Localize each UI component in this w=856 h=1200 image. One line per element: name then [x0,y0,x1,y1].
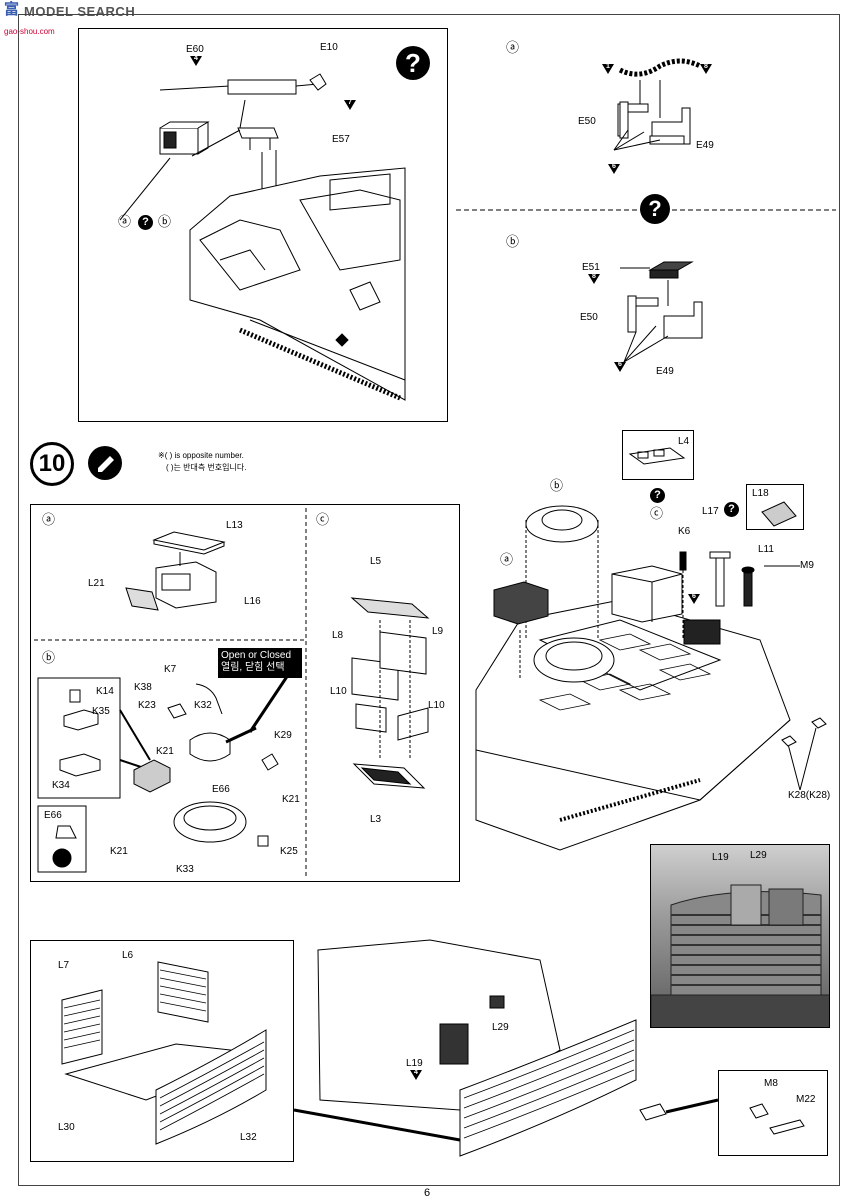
page-number: 6 [424,1187,431,1199]
label-l3: L3 [370,814,382,825]
l4-inset-box [622,430,694,480]
label-k33: K33 [176,864,194,875]
note-opposite-ko: ( )는 반대측 번호입니다. [166,463,247,472]
label-k21-a: K21 [156,746,174,757]
label-e57: E57 [332,134,350,145]
label-m8: M8 [764,1078,778,1089]
basket-subassembly-box [30,940,294,1162]
label-e10: E10 [320,42,338,53]
page-frame [18,14,840,1186]
label-e66-b: E66 [212,784,230,795]
label-m9: M9 [800,560,814,571]
triangle-4-e60: 4 [190,55,202,66]
reference-photo [650,844,830,1028]
top-left-detail-box [78,28,448,422]
label-l21: L21 [88,578,105,589]
label-k25: K25 [280,846,298,857]
label-l5: L5 [370,556,382,567]
triangle-6-a: 6 [608,163,620,174]
circled-b-top: ⓑ [158,214,172,229]
question-icon-large: ? [396,46,430,80]
label-e60: E60 [186,44,204,55]
triangle-1: 1 [602,63,614,74]
label-k35: K35 [92,706,110,717]
triangle-8-a: 8 [700,63,712,74]
glue-icon [88,446,122,480]
circled-c-step10: ⓒ [316,512,330,527]
triangle-4-bottom: 4 [410,1069,422,1080]
label-l8: L8 [332,630,344,641]
circled-b-right: ⓑ [506,234,520,249]
triangle-7: 7 [344,99,356,110]
label-k21-b: K21 [282,794,300,805]
label-k6: K6 [678,526,691,537]
circled-b-turret: ⓑ [550,478,564,493]
label-e66-box: E66 [44,810,62,821]
triangle-6-turret: 6 [688,593,700,604]
label-m22: M22 [796,1094,816,1105]
label-e51: E51 [582,262,600,273]
label-e49-a: E49 [696,140,714,151]
label-l32: L32 [240,1132,257,1143]
label-l19-photo: L19 [712,852,729,863]
triangle-6-b: 6 [614,361,626,372]
label-l17: L17 [702,506,719,517]
label-l18: L18 [752,488,769,499]
label-l13: L13 [226,520,243,531]
question-icon-l17: ? [724,502,739,517]
watermark-url: gao-shou.com [4,27,55,36]
label-l6: L6 [122,950,134,961]
label-e50-a: E50 [578,116,596,127]
label-l4: L4 [678,436,690,447]
label-l10-a: L10 [330,686,347,697]
label-l10-b: L10 [428,700,445,711]
m8-m22-inset-box [718,1070,828,1156]
label-k14: K14 [96,686,114,697]
circled-a-turret: ⓐ [500,552,514,567]
label-l30: L30 [58,1122,75,1133]
circled-c-turret: ⓒ [650,506,664,521]
label-k32: K32 [194,700,212,711]
note-opposite-en: ※( ) is opposite number. [158,451,244,460]
label-l11: L11 [758,544,774,555]
label-l9: L9 [432,626,444,637]
label-l29-bottom: L29 [492,1022,509,1033]
l18-inset-box [746,484,804,530]
label-k21-c: K21 [110,846,128,857]
label-k29: K29 [274,730,292,741]
step10-subassembly-box [30,504,460,882]
label-e50-b: E50 [580,312,598,323]
label-l7: L7 [58,960,70,971]
label-k7: K7 [164,664,177,675]
circled-a-right: ⓐ [506,40,520,55]
label-l16: L16 [244,596,261,607]
label-k23: K23 [138,700,156,711]
question-icon-turret: ? [650,488,665,503]
step-number-circle: 10 [30,442,74,486]
open-closed-en: Open or Closed [221,650,292,661]
label-l29-photo: L29 [750,850,767,861]
triangle-8-b: 8 [588,273,600,284]
open-closed-ko: 열림, 닫힘 선택 [221,662,285,673]
circled-a-top: ⓐ [118,214,132,229]
label-k28: K28(K28) [788,790,831,801]
label-l19-bottom: L19 [406,1058,423,1069]
label-e49-b: E49 [656,366,674,377]
open-closed-callout: Open or Closed 열림, 닫힘 선택 [218,648,302,678]
watermark-brand: 富 [4,1,20,18]
question-icon-mid: ? [640,194,670,224]
label-k34: K34 [52,780,70,791]
circled-a-step10: ⓐ [42,512,56,527]
label-k38: K38 [134,682,152,693]
question-icon-small: ? [138,215,153,230]
circled-b-step10: ⓑ [42,650,56,665]
